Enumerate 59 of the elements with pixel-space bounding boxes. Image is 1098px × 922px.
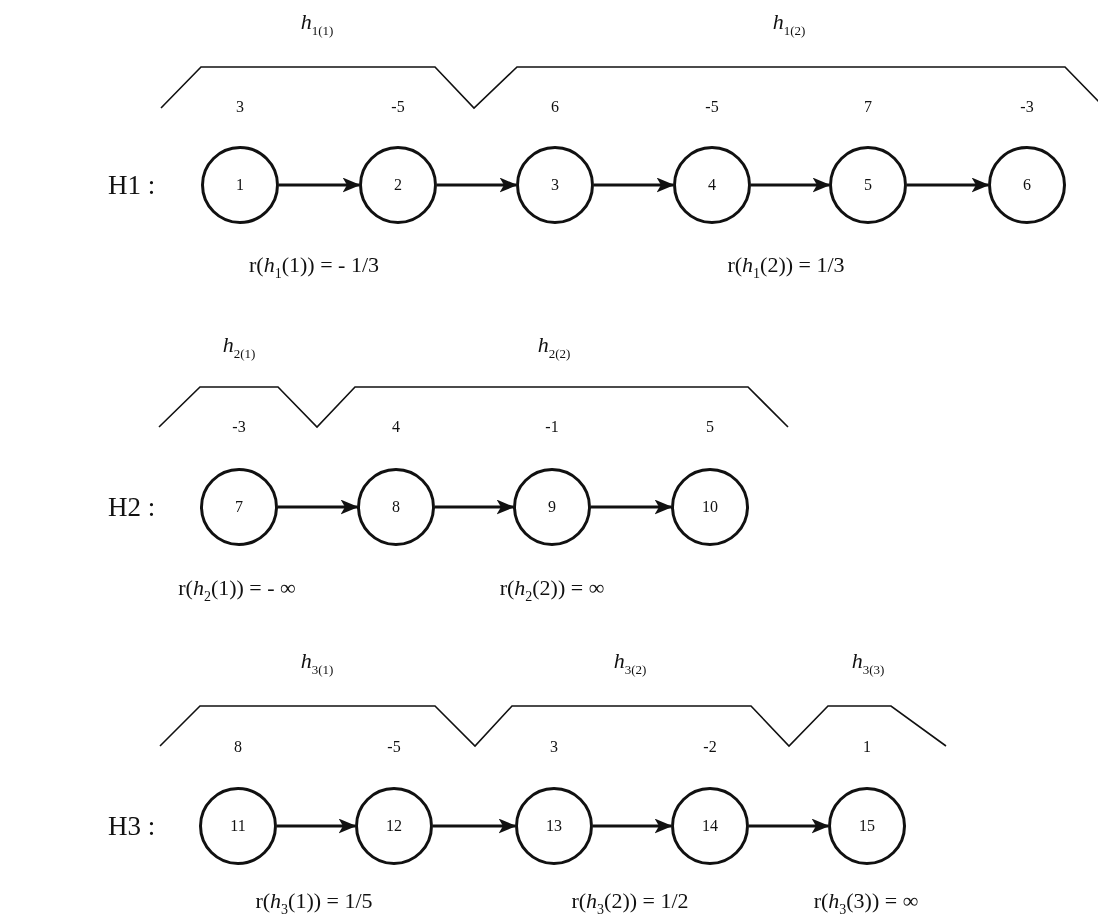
node-circle: 9 [513, 468, 591, 546]
ratio-label: r(h$_{3}$(3)) = ∞ [813, 888, 919, 918]
weight-label: 5 [706, 418, 714, 436]
weight-label: 6 [551, 98, 559, 116]
arrow [594, 177, 675, 193]
row-label: H1 : [108, 169, 156, 201]
segment-label: h$_{1(2)}$ [772, 9, 806, 39]
weight-label: -3 [1020, 98, 1034, 116]
node-circle: 1 [201, 146, 279, 224]
weight-label: -2 [703, 738, 717, 756]
weight-label: 1 [863, 738, 871, 756]
arrow [749, 818, 830, 834]
weight-label: 8 [234, 738, 242, 756]
ratio-label: r(h$_{2}$(1)) = - ∞ [178, 575, 296, 605]
node-circle: 2 [359, 146, 437, 224]
node-circle: 8 [357, 468, 435, 546]
segment-label: h$_{3(1)}$ [300, 648, 334, 678]
ratio-label: r(h$_{1}$(2)) = 1/3 [727, 252, 845, 282]
ratio-label: r(h$_{3}$(1)) = 1/5 [255, 888, 373, 918]
arrow [593, 818, 673, 834]
node-circle: 15 [828, 787, 906, 865]
ratio-label: r(h$_{1}$(1)) = - 1/3 [249, 252, 379, 282]
node-circle: 13 [515, 787, 593, 865]
arrow [437, 177, 518, 193]
weight-label: -5 [391, 98, 405, 116]
node-circle: 5 [829, 146, 907, 224]
arrow [433, 818, 517, 834]
arrow [907, 177, 990, 193]
arrow [435, 499, 515, 515]
node-circle: 10 [671, 468, 749, 546]
arrow [751, 177, 831, 193]
segment-label: h$_{2(1)}$ [222, 332, 256, 362]
arrow [591, 499, 673, 515]
ratio-label: r(h$_{2}$(2)) = ∞ [499, 575, 605, 605]
weight-label: 7 [864, 98, 872, 116]
weight-label: -1 [545, 418, 559, 436]
row-label: H2 : [108, 491, 156, 523]
ratio-label: r(h$_{3}$(2)) = 1/2 [571, 888, 689, 918]
weight-label: 3 [550, 738, 558, 756]
segment-label: h$_{2(2)}$ [537, 332, 571, 362]
node-circle: 7 [200, 468, 278, 546]
weight-label: -5 [705, 98, 719, 116]
segment-label: h$_{1(1)}$ [300, 9, 334, 39]
node-circle: 3 [516, 146, 594, 224]
weight-label: 3 [236, 98, 244, 116]
node-circle: 11 [199, 787, 277, 865]
weight-label: -5 [387, 738, 401, 756]
row-label: H3 : [108, 810, 156, 842]
segment-label: h$_{3(3)}$ [851, 648, 885, 678]
weight-label: 4 [392, 418, 400, 436]
node-circle: 4 [673, 146, 751, 224]
weight-label: -3 [232, 418, 246, 436]
node-circle: 12 [355, 787, 433, 865]
arrow [277, 818, 357, 834]
node-circle: 14 [671, 787, 749, 865]
node-circle: 6 [988, 146, 1066, 224]
segment-label: h$_{3(2)}$ [613, 648, 647, 678]
arrow [278, 499, 359, 515]
arrow [279, 177, 361, 193]
